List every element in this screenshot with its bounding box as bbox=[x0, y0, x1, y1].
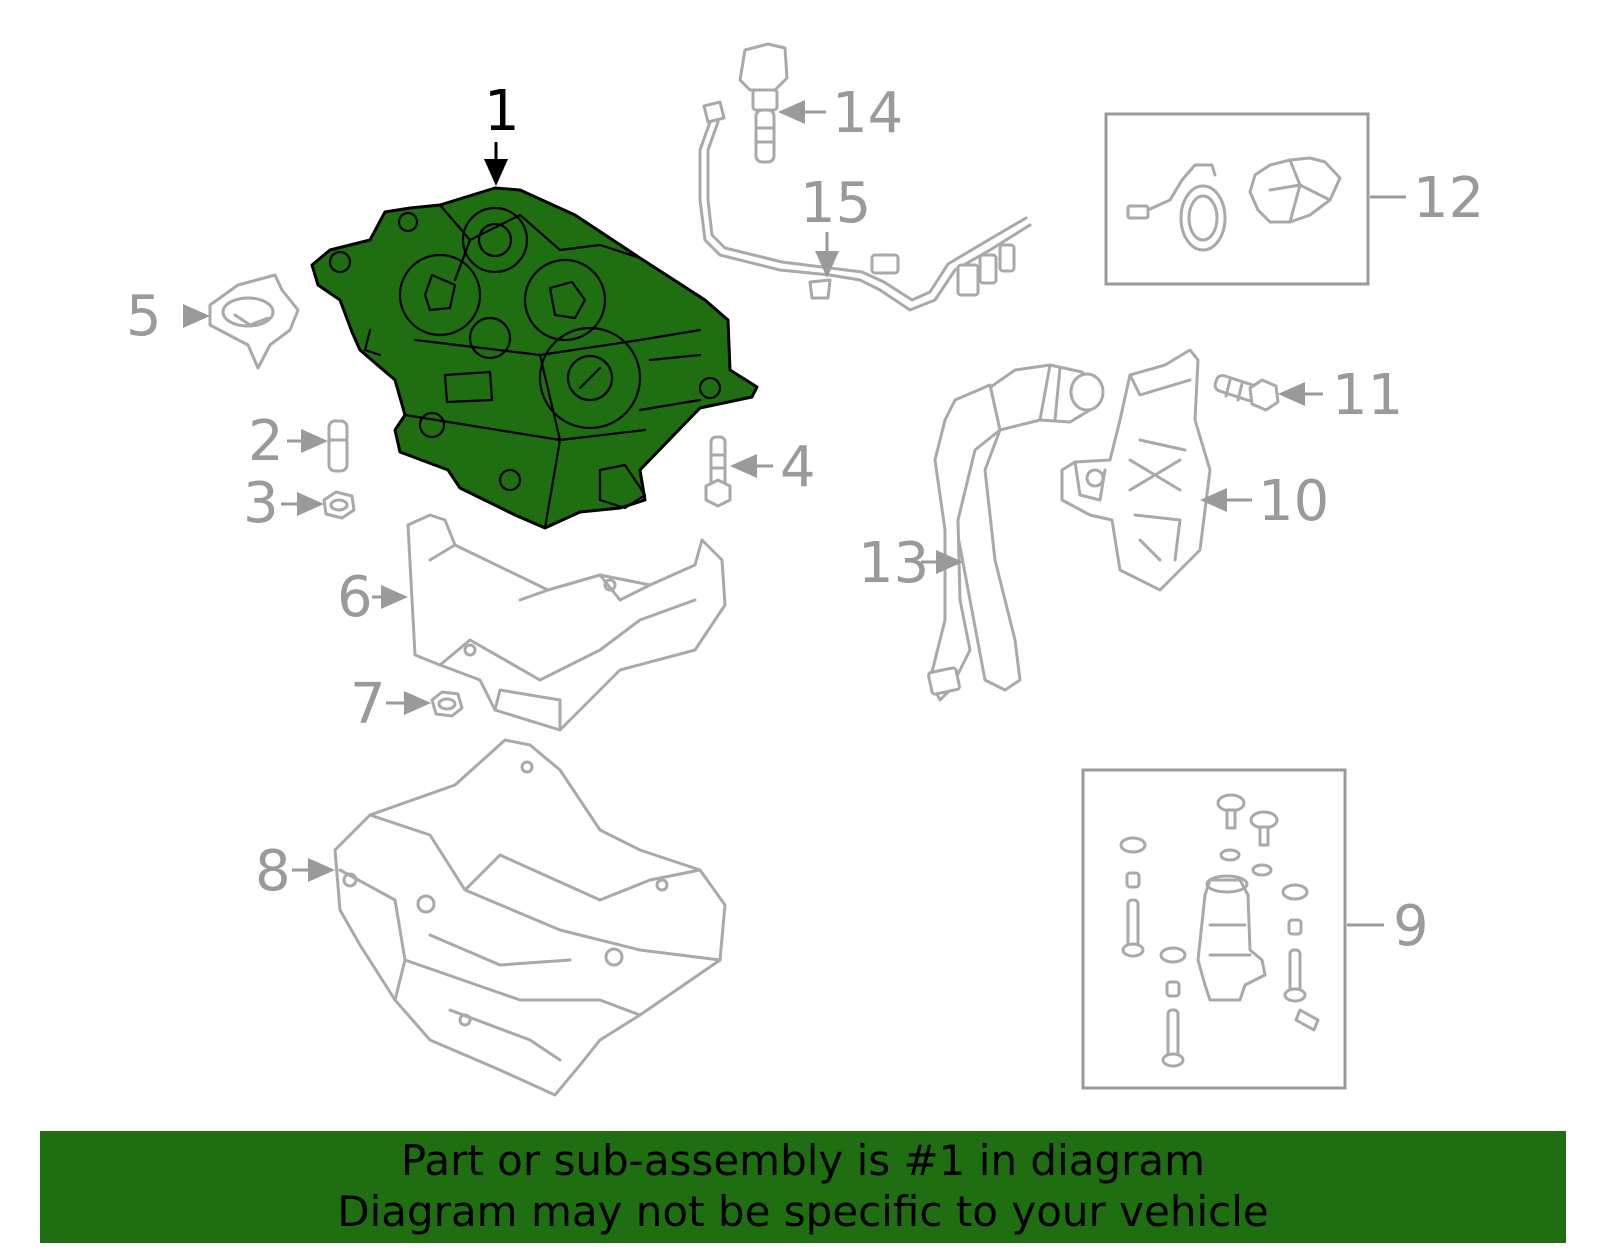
callout-1: 1 bbox=[484, 79, 520, 144]
callout-10: 10 bbox=[1258, 469, 1329, 534]
callout-14: 14 bbox=[832, 81, 903, 146]
callout-6: 6 bbox=[337, 565, 373, 630]
banner-line-2: Diagram may not be specific to your vehi… bbox=[337, 1187, 1269, 1236]
part-4-bolt[interactable] bbox=[704, 435, 732, 508]
callout-5: 5 bbox=[126, 284, 162, 349]
callout-8: 8 bbox=[255, 839, 291, 904]
parts-diagram: 1 2 3 4 5 6 7 8 9 10 11 12 13 14 15 bbox=[126, 42, 1484, 1097]
part-6-shield[interactable] bbox=[406, 513, 727, 732]
callout-12: 12 bbox=[1413, 166, 1484, 231]
part-14-coil[interactable] bbox=[738, 42, 789, 164]
part-3-nut[interactable] bbox=[322, 490, 356, 520]
part-5-bracket[interactable] bbox=[208, 273, 300, 370]
callout-11: 11 bbox=[1332, 363, 1403, 428]
part-12-kit[interactable] bbox=[1104, 112, 1370, 286]
info-banner: Part or sub-assembly is #1 in diagram Di… bbox=[40, 1131, 1566, 1243]
callout-4: 4 bbox=[780, 435, 816, 500]
banner-line-1: Part or sub-assembly is #1 in diagram bbox=[400, 1136, 1206, 1185]
callout-7: 7 bbox=[350, 672, 386, 737]
part-9-kit[interactable] bbox=[1081, 768, 1347, 1090]
leader-lines bbox=[183, 100, 1406, 927]
callout-13: 13 bbox=[858, 531, 929, 596]
callout-3: 3 bbox=[243, 471, 279, 536]
part-10-bracket[interactable] bbox=[1060, 348, 1212, 592]
part-7-nut[interactable] bbox=[430, 690, 464, 718]
part-13-pipe[interactable] bbox=[927, 363, 1105, 702]
part-2-pin[interactable] bbox=[327, 419, 349, 473]
callout-9: 9 bbox=[1393, 894, 1429, 959]
part-11-bolt[interactable] bbox=[1213, 373, 1280, 412]
callout-2: 2 bbox=[248, 409, 284, 474]
callout-15: 15 bbox=[800, 171, 871, 236]
part-15-harness[interactable] bbox=[698, 100, 1032, 312]
part-1-highlighted-assembly[interactable] bbox=[310, 186, 759, 530]
part-8-skid-plate[interactable] bbox=[333, 738, 727, 1097]
